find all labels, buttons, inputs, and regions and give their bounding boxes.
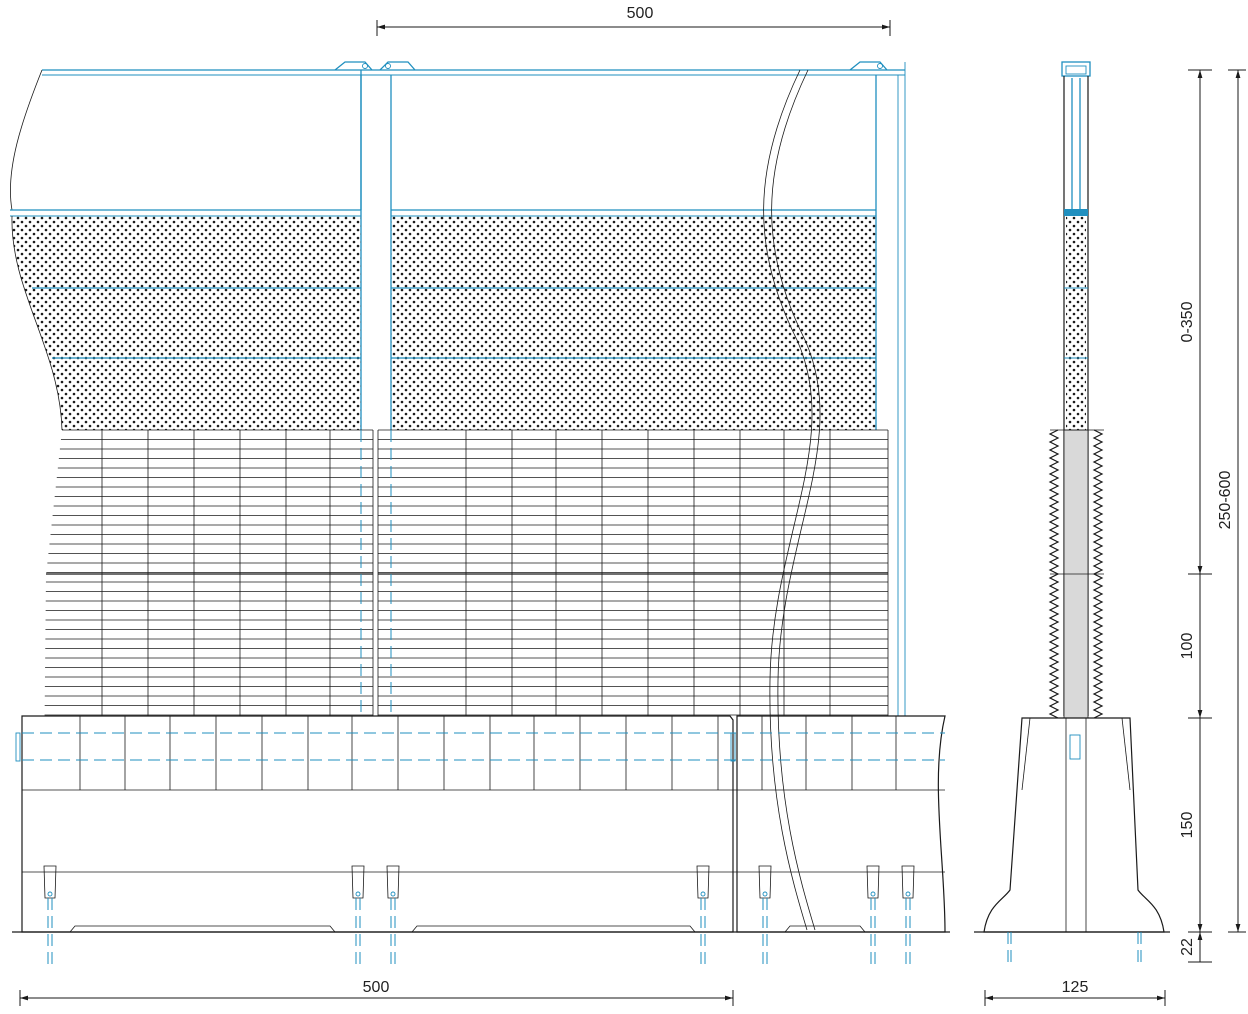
anchor-pocket [901,865,915,899]
anchor-pocket [696,865,710,899]
anchor-pocket [43,865,57,899]
anchor-pockets [43,865,915,965]
dim-height-base: 150 [1179,812,1196,839]
side-view [974,61,1170,965]
anchor-bolt [355,891,361,897]
corrugated-absorber [1048,429,1104,719]
dim-height-mid: 100 [1179,633,1196,660]
dim-height-foot: 22 [1179,938,1196,956]
anchor-pocket [758,865,772,899]
dim-height-total: 250-600 [1217,471,1234,530]
dim-side-width: 125 [1062,979,1089,996]
anchor-pocket [386,865,400,899]
dimension-lines [19,20,1246,1006]
slat-panels [44,429,897,790]
concrete-foot [974,717,1170,965]
hidden-lines [360,430,392,716]
break-line [771,69,821,931]
dimension-labels: 500 500 125 0-350 250-600 100 150 22 [363,5,1234,996]
anchor-bolt [905,891,911,897]
anchor-bolt [390,891,396,897]
dim-height-upper: 0-350 [1179,301,1196,342]
concrete-base [12,715,950,933]
anchor-bolt [870,891,876,897]
anchor-pocket [866,865,880,899]
perforated-panels [11,215,876,431]
anchor-bolt [700,891,706,897]
anchor-pocket [351,865,365,899]
top-rail [42,61,905,76]
front-view [9,61,950,965]
dim-bottom-width: 500 [363,979,390,996]
anchor-bolt [47,891,53,897]
dim-top-width: 500 [627,5,654,22]
anchor-bolt [762,891,768,897]
transparent-panel [9,69,876,217]
